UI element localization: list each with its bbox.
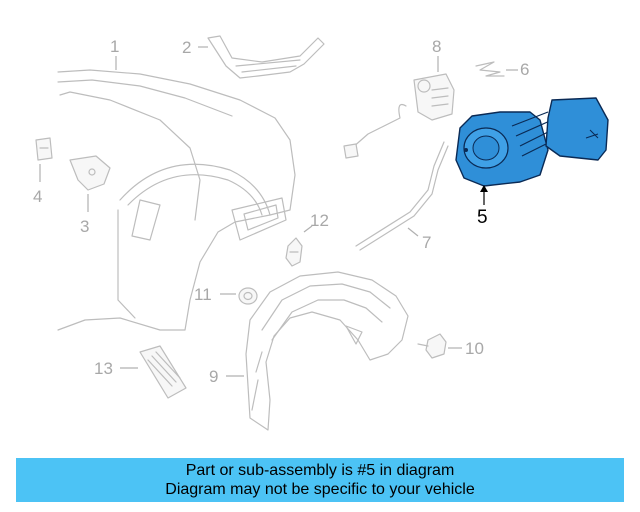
banner-line-1: Part or sub-assembly is #5 in diagram (185, 462, 455, 479)
part-5-fuel-door (455, 97, 609, 187)
part-9-wheel-liner (245, 271, 409, 431)
callout-12: 12 (310, 211, 329, 230)
callout-3: 3 (80, 217, 89, 236)
callout-7: 7 (422, 233, 431, 252)
callout-1: 1 (110, 37, 119, 56)
part-6-spring (475, 61, 505, 77)
part-8-actuator (343, 73, 455, 159)
part-1-quarter-panel (57, 69, 296, 331)
info-banner: Part or sub-assembly is #5 in diagram Di… (16, 458, 624, 502)
part-3-bracket (69, 155, 111, 191)
callout-6: 6 (520, 60, 529, 79)
part-12-clip (285, 237, 303, 267)
part-4-clip (35, 137, 53, 161)
part-11-nut (238, 287, 258, 305)
callout-2: 2 (182, 38, 191, 57)
part-13-vent (139, 345, 187, 399)
part-10-bolt (417, 333, 447, 359)
callout-4: 4 (33, 187, 42, 206)
callout-5: 5 (477, 207, 488, 228)
callout-8: 8 (432, 37, 441, 56)
banner-line-2: Diagram may not be specific to your vehi… (165, 481, 475, 498)
callout-10: 10 (465, 339, 484, 358)
callout-13: 13 (94, 359, 113, 378)
callout-9: 9 (209, 367, 218, 386)
parts-diagram: 1 2 3 4 5 6 7 (33, 35, 609, 431)
part-2-bracket (207, 35, 325, 79)
callout-11: 11 (194, 285, 212, 304)
part-7-rod (355, 141, 449, 251)
